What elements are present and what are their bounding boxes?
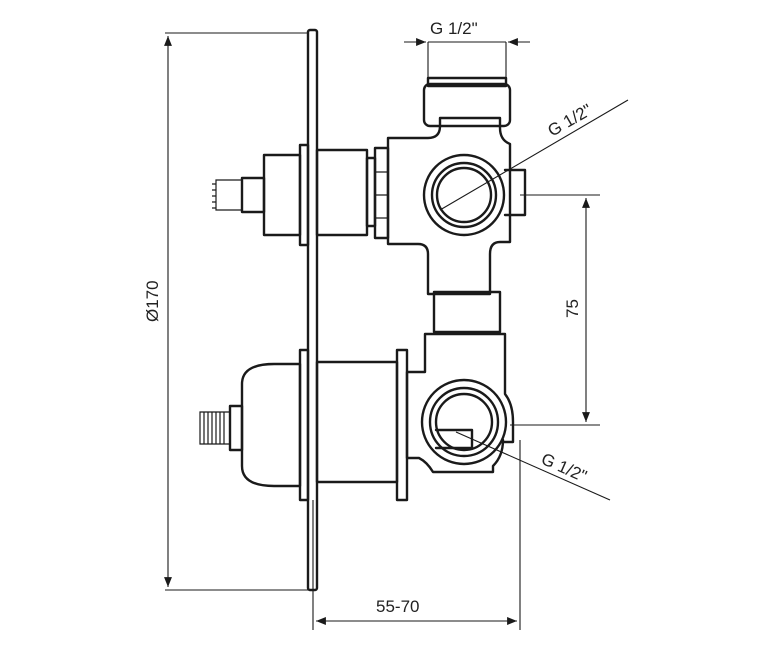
- body-connector: [432, 290, 502, 334]
- dim-plate-diameter: Ø170: [143, 32, 308, 591]
- upper-spindle: [212, 143, 390, 247]
- lower-spindle: [199, 348, 409, 502]
- thread-top-label: G 1/2": [430, 19, 478, 38]
- upper-valve-body: [386, 76, 527, 296]
- plate-diameter-label: Ø170: [143, 280, 162, 322]
- depth-range-label: 55-70: [376, 597, 419, 616]
- dim-depth-range: 55-70: [312, 440, 521, 630]
- thread-lower-right-label: G 1/2": [538, 449, 589, 486]
- dim-outlet-spacing: 75: [510, 194, 600, 426]
- dim-thread-lower-right: G 1/2": [455, 431, 611, 501]
- lower-valve-body: [405, 332, 515, 474]
- outlet-spacing-label: 75: [563, 299, 582, 318]
- dim-thread-top: G 1/2": [404, 19, 530, 78]
